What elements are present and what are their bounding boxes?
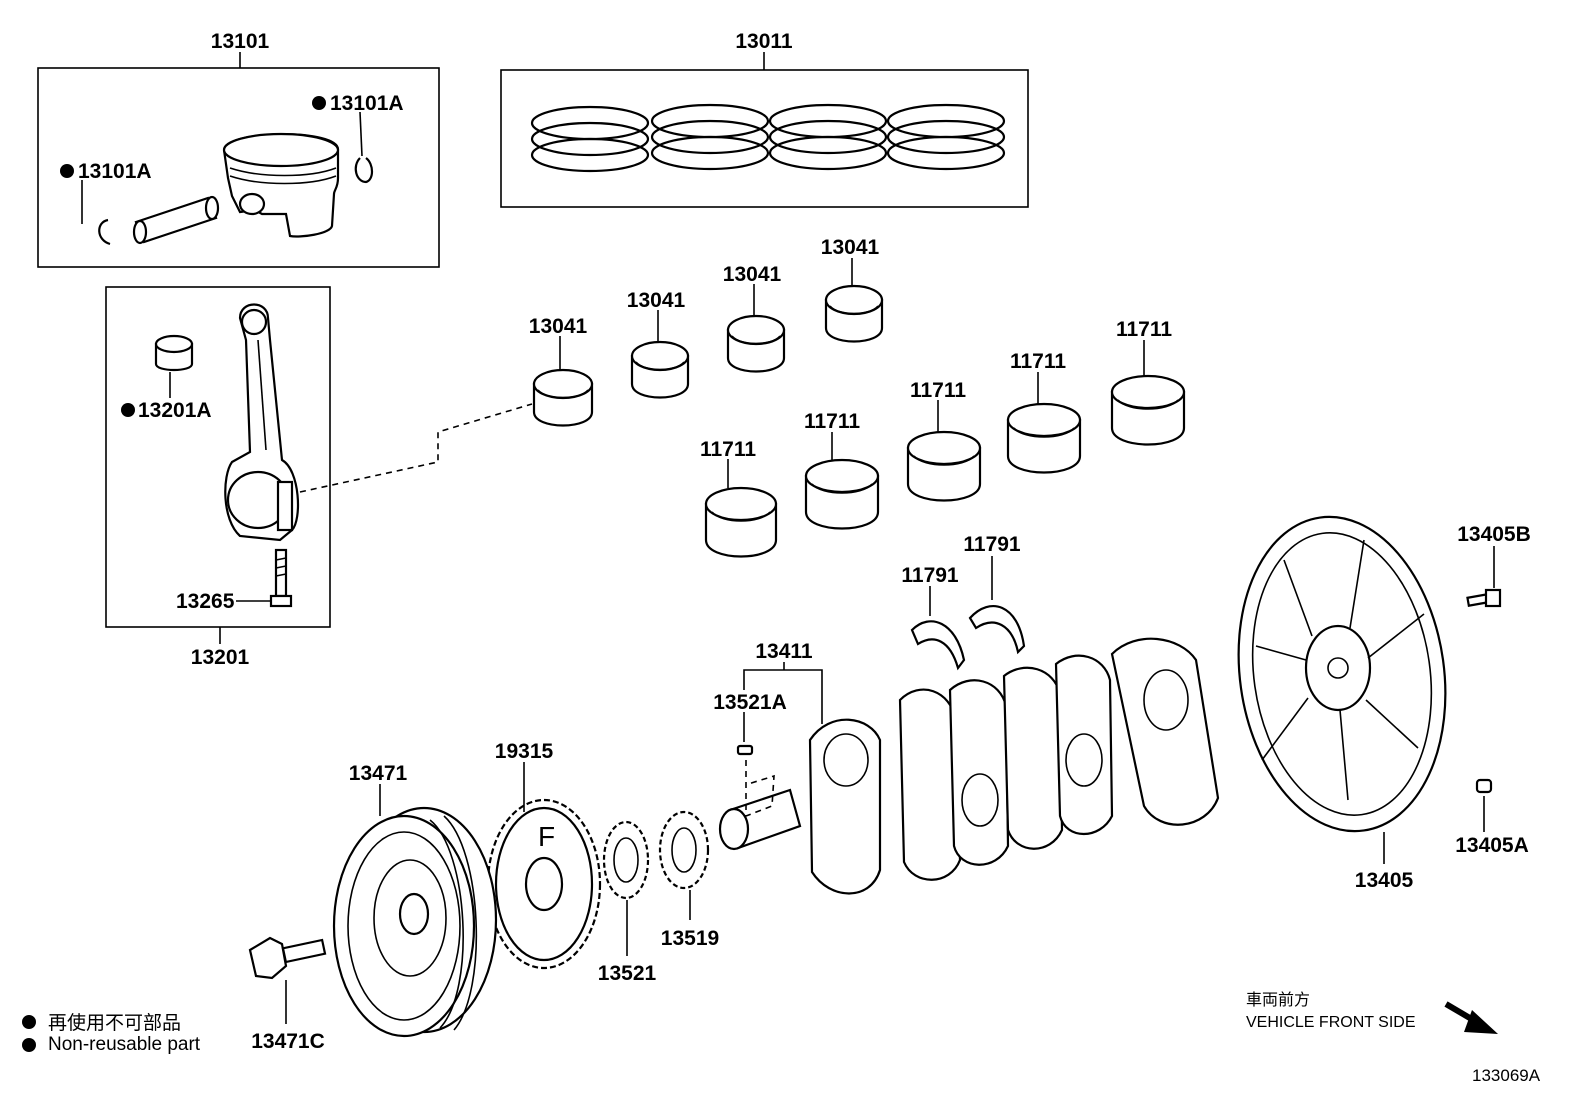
front-side-japanese: 車両前方 (1246, 992, 1311, 1009)
label-11711-b: 11711 (804, 410, 860, 433)
label-11791-a: 11791 (901, 564, 959, 587)
label-13471C: 13471C (251, 1030, 325, 1053)
rod-bearing-4 (824, 284, 884, 343)
label-13471: 13471 (349, 762, 408, 785)
label-13405: 13405 (1355, 869, 1414, 892)
piston (222, 132, 340, 238)
piston-ring-set-3 (768, 103, 888, 171)
main-bearing-3 (906, 430, 982, 502)
rod-bushing (154, 334, 194, 372)
front-mark-letter: F (538, 821, 555, 852)
rod-bearing-link-line (299, 403, 533, 493)
label-13265: 13265 (176, 590, 235, 613)
oil-pump-drive-gear (658, 810, 710, 890)
legend-english-row: Non-reusable part (22, 1034, 200, 1056)
label-13521A: 13521A (713, 691, 787, 714)
non-reusable-marker (121, 403, 135, 417)
non-reusable-marker-icon (22, 1038, 36, 1052)
piston-ring-set-2 (650, 103, 770, 171)
main-bearing-2 (804, 458, 880, 530)
connecting-rod-box (105, 286, 331, 644)
drive-plate (1237, 515, 1447, 833)
piston-ring-set-box (500, 52, 1029, 208)
connecting-rod-bolt (269, 548, 293, 608)
label-13041-b: 13041 (627, 289, 686, 312)
thrust-washer-1 (910, 620, 966, 671)
rod-bearing-1 (532, 368, 594, 427)
label-11711-a: 11711 (700, 438, 756, 461)
label-13405B: 13405B (1457, 523, 1531, 546)
label-13411: 13411 (755, 640, 813, 663)
label-13101A-right: 13101A (330, 92, 404, 115)
piston-ring-set-4 (886, 103, 1006, 171)
piston-pin (132, 195, 220, 245)
label-11711-d: 11711 (1010, 350, 1066, 373)
piston-ring-set-1 (530, 105, 650, 173)
label-13519: 13519 (661, 927, 719, 950)
crankshaft-pulley-bolt (248, 936, 327, 980)
main-bearing-1 (704, 486, 778, 558)
non-reusable-marker (312, 96, 326, 110)
crankshaft-timing-sprocket (602, 820, 650, 900)
drive-plate-pin (1475, 778, 1493, 794)
label-13201: 13201 (191, 646, 250, 669)
drive-plate-bolt (1466, 588, 1502, 608)
label-13041-c: 13041 (723, 263, 782, 286)
legend-english: Non-reusable part (48, 1034, 201, 1055)
label-13041-d: 13041 (821, 236, 880, 259)
crankshaft-pulley (332, 806, 498, 1038)
label-19315: 19315 (495, 740, 554, 763)
main-bearing-5 (1110, 374, 1186, 446)
main-bearing-4 (1006, 402, 1082, 474)
label-11711-e: 11711 (1116, 318, 1172, 341)
front-direction-arrow-icon (1444, 1001, 1498, 1034)
non-reusable-marker-icon (22, 1014, 36, 1029)
label-13405A: 13405A (1455, 834, 1529, 857)
thrust-washer-2 (968, 605, 1026, 655)
label-11711-c: 11711 (910, 379, 966, 402)
snap-ring-left (98, 218, 111, 246)
diagram-code: 133069A (1472, 1066, 1541, 1085)
label-13011: 13011 (735, 30, 793, 53)
legend-japanese: 再使用不可部品 (48, 1013, 182, 1034)
non-reusable-marker (60, 164, 74, 178)
timing-rotor: F (486, 798, 602, 970)
rod-bearing-3 (726, 314, 786, 373)
front-side-note: 車両前方 VEHICLE FRONT SIDE (1246, 990, 1416, 1034)
label-13521: 13521 (598, 962, 657, 985)
label-11791-b: 11791 (963, 533, 1021, 556)
label-13101A-left: 13101A (78, 160, 152, 183)
label-13201A: 13201A (138, 399, 212, 422)
connecting-rod (224, 303, 300, 542)
front-side-english: VEHICLE FRONT SIDE (1246, 1014, 1416, 1031)
snap-ring-right (354, 157, 374, 184)
crankshaft (718, 637, 1220, 895)
crankshaft-key (736, 744, 754, 756)
legend-japanese-row: 再使用不可部品 (22, 1008, 181, 1035)
label-13041-a: 13041 (529, 315, 588, 338)
label-13101: 13101 (211, 30, 270, 53)
piston-set-box (37, 52, 440, 268)
key-guide-line (745, 760, 775, 818)
rod-bearing-2 (630, 340, 690, 399)
